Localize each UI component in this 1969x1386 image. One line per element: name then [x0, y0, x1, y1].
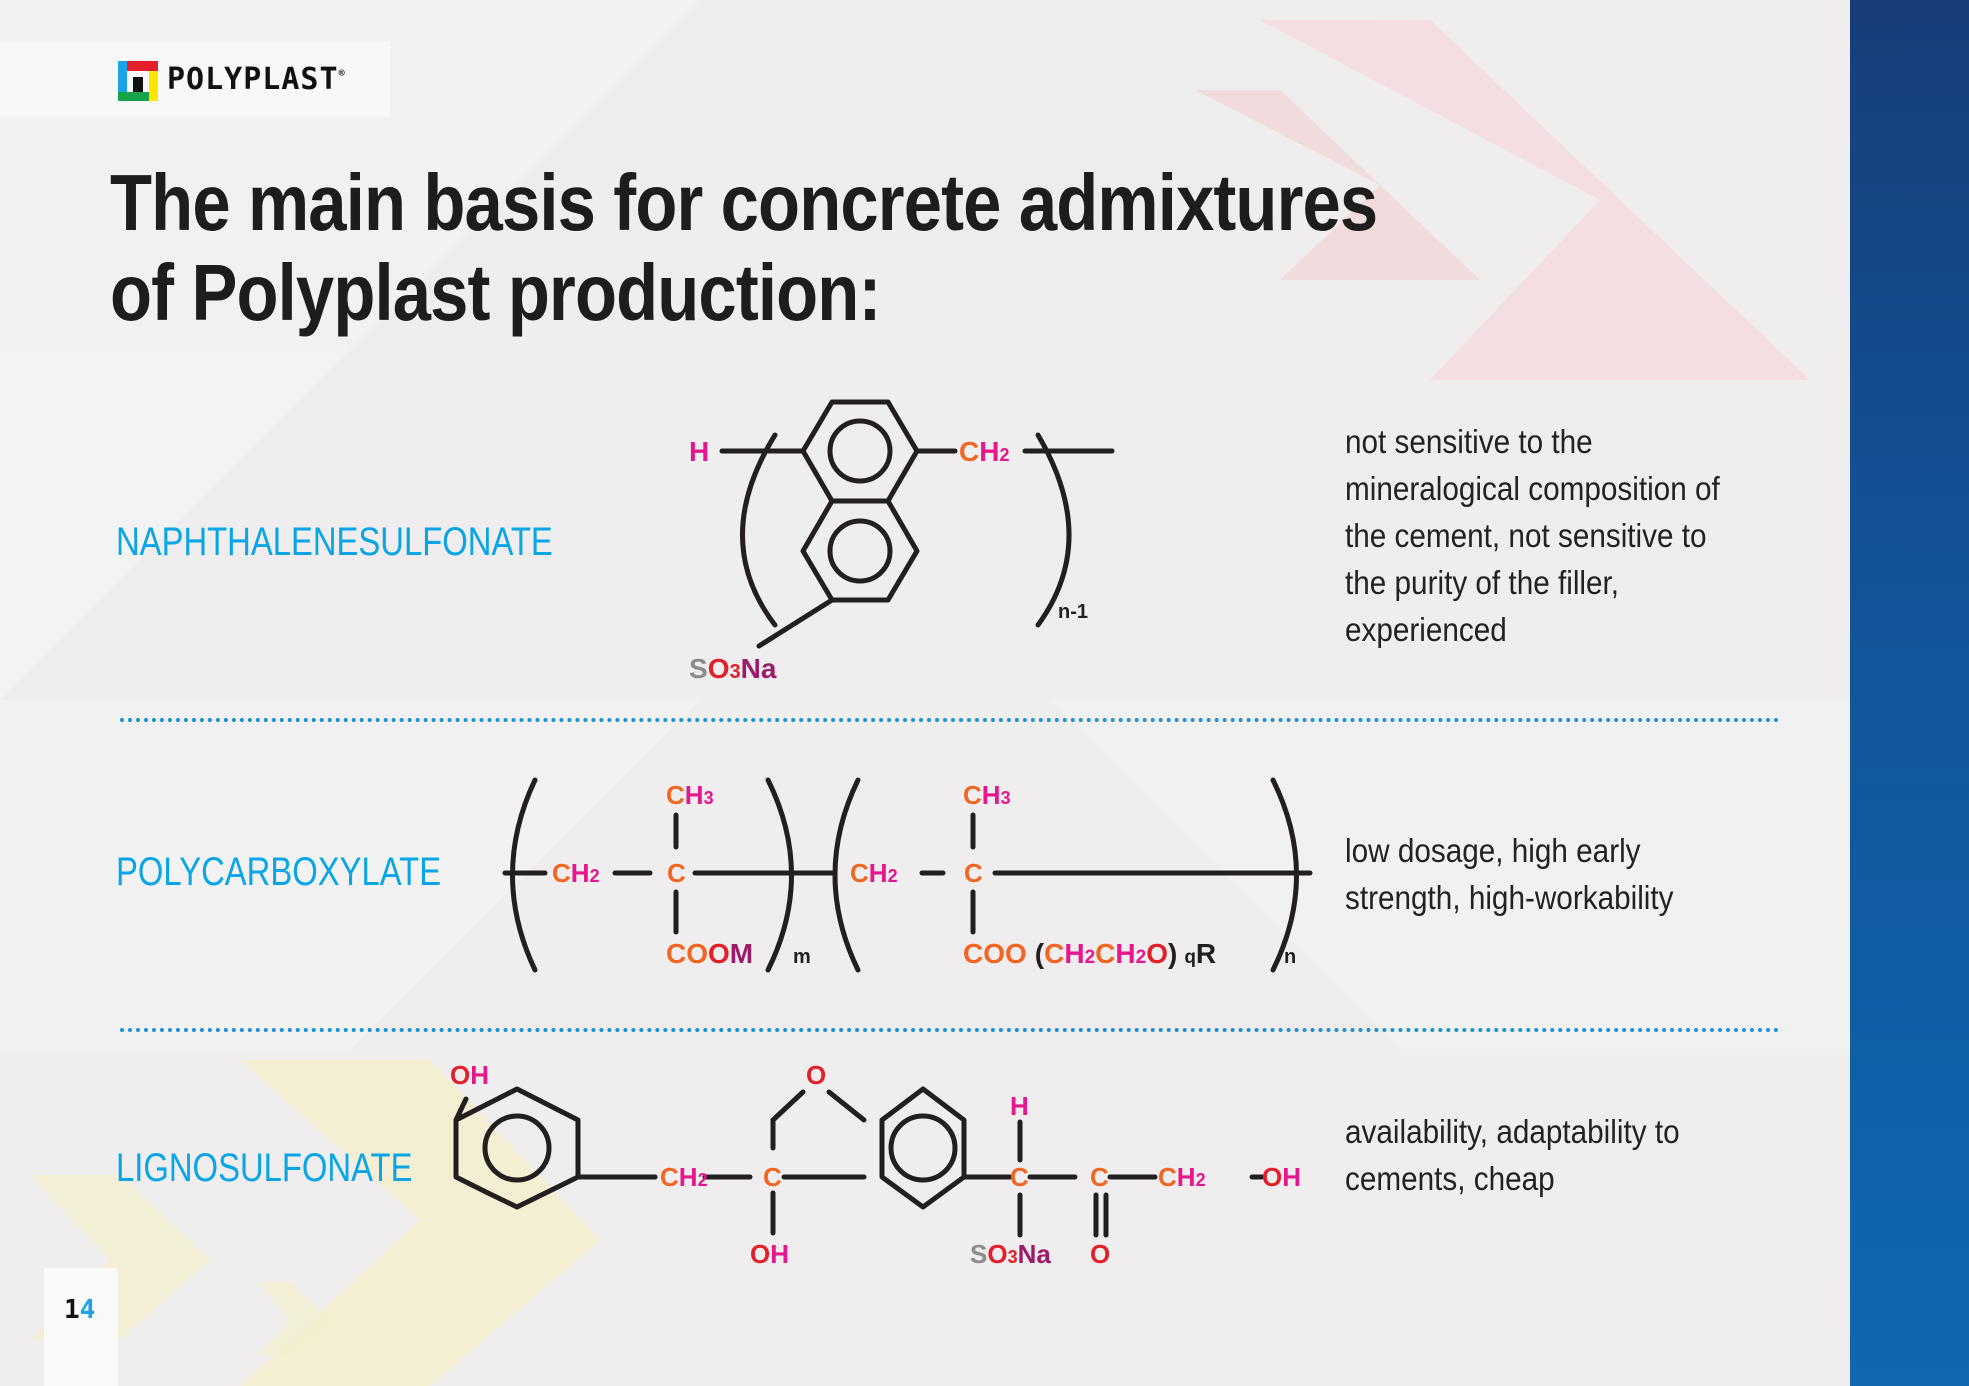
page-title-line1: The main basis for concrete admixtures: [110, 158, 1378, 247]
formula-ch3: CH3: [666, 780, 714, 810]
chevron-decoration: [240, 1060, 600, 1386]
page-number: 14: [64, 1296, 95, 1324]
bg-facet: [700, 0, 1400, 350]
registered-mark: ®: [338, 68, 346, 79]
description-line: the cement, not sensitive to: [1345, 517, 1707, 554]
chevron-decoration: [1260, 20, 1810, 380]
formula-ch2: CH2: [660, 1162, 708, 1192]
formula-ch3: CH3: [963, 780, 1011, 810]
section-divider: [120, 718, 1780, 722]
brand-name-text: POLYPLAST: [167, 62, 339, 97]
formula-oh: OH: [1262, 1162, 1301, 1192]
formula-coom: COOM: [666, 938, 753, 969]
repeat-index: m: [793, 946, 811, 968]
bg-facet: [350, 350, 1050, 700]
description-naphthalenesulfonate: not sensitive to the mineralogical compo…: [1345, 418, 1720, 653]
formula-atom: C: [667, 858, 686, 888]
description-line: strength, high-workability: [1345, 879, 1674, 916]
formula-atom: C: [964, 858, 983, 888]
formula-atom: C: [1010, 1162, 1029, 1192]
description-line: low dosage, high early: [1345, 832, 1641, 869]
formula-atom: O: [1090, 1239, 1110, 1269]
formula-ch2: CH2: [959, 436, 1009, 467]
formula-atom: C: [1090, 1162, 1109, 1192]
brand-name: POLYPLAST®: [167, 62, 346, 98]
sidebar-band: [1850, 0, 1969, 1386]
formula-so3na: SO3Na: [689, 653, 777, 684]
logo-container: [0, 42, 390, 117]
description-line: cements, cheap: [1345, 1160, 1555, 1197]
lignosulfonate-structure: [453, 1086, 1265, 1238]
page-title: The main basis for concrete admixtures o…: [110, 158, 1378, 338]
repeat-index: n-1: [1058, 601, 1088, 623]
page-number-digit: 4: [79, 1295, 96, 1325]
bg-facet: [1050, 700, 1850, 1050]
formula-atom: H: [1010, 1091, 1029, 1121]
description-polycarboxylate: low dosage, high early strength, high-wo…: [1345, 827, 1674, 921]
description-line: availability, adaptability to: [1345, 1113, 1680, 1150]
page-number-box: [44, 1268, 118, 1386]
formula-ch2: CH2: [1158, 1162, 1206, 1192]
bg-facet: [0, 350, 350, 700]
description-line: the purity of the filler,: [1345, 564, 1620, 601]
description-line: mineralogical composition of: [1345, 470, 1720, 507]
polycarboxylate-structure: [502, 777, 1313, 973]
formula-coo-peg: COO(CH2CH2O)qR: [963, 938, 1216, 969]
chevron-decoration: [1195, 90, 1480, 280]
formula-atom: H: [689, 436, 709, 467]
admixture-label-polycarboxylate: POLYCARBOXYLATE: [116, 850, 442, 894]
formula-ch2: CH2: [850, 858, 898, 888]
admixture-label-lignosulfonate: LIGNOSULFONATE: [116, 1146, 413, 1190]
section-divider: [120, 1028, 1780, 1032]
bg-facet: [0, 700, 700, 1050]
page-number-digit: 1: [64, 1295, 80, 1325]
naphthalene-structure: [719, 399, 1115, 649]
formula-ch2: CH2: [552, 858, 600, 888]
formula-so3na: SO3Na: [970, 1239, 1051, 1269]
description-line: experienced: [1345, 611, 1507, 648]
formula-atom: C: [763, 1162, 782, 1192]
page-title-line2: of Polyplast production:: [110, 248, 881, 337]
polyplast-logo-icon: [118, 61, 158, 101]
chevron-decoration: [258, 1282, 330, 1355]
admixture-label-naphthalenesulfonate: NAPHTHALENESULFONATE: [116, 520, 553, 564]
formula-atom: O: [806, 1060, 826, 1090]
repeat-index: n: [1284, 946, 1296, 968]
formula-oh: OH: [750, 1239, 789, 1269]
description-lignosulfonate: availability, adaptability to cements, c…: [1345, 1108, 1680, 1202]
formula-oh: OH: [450, 1060, 489, 1090]
description-line: not sensitive to the: [1345, 423, 1593, 460]
